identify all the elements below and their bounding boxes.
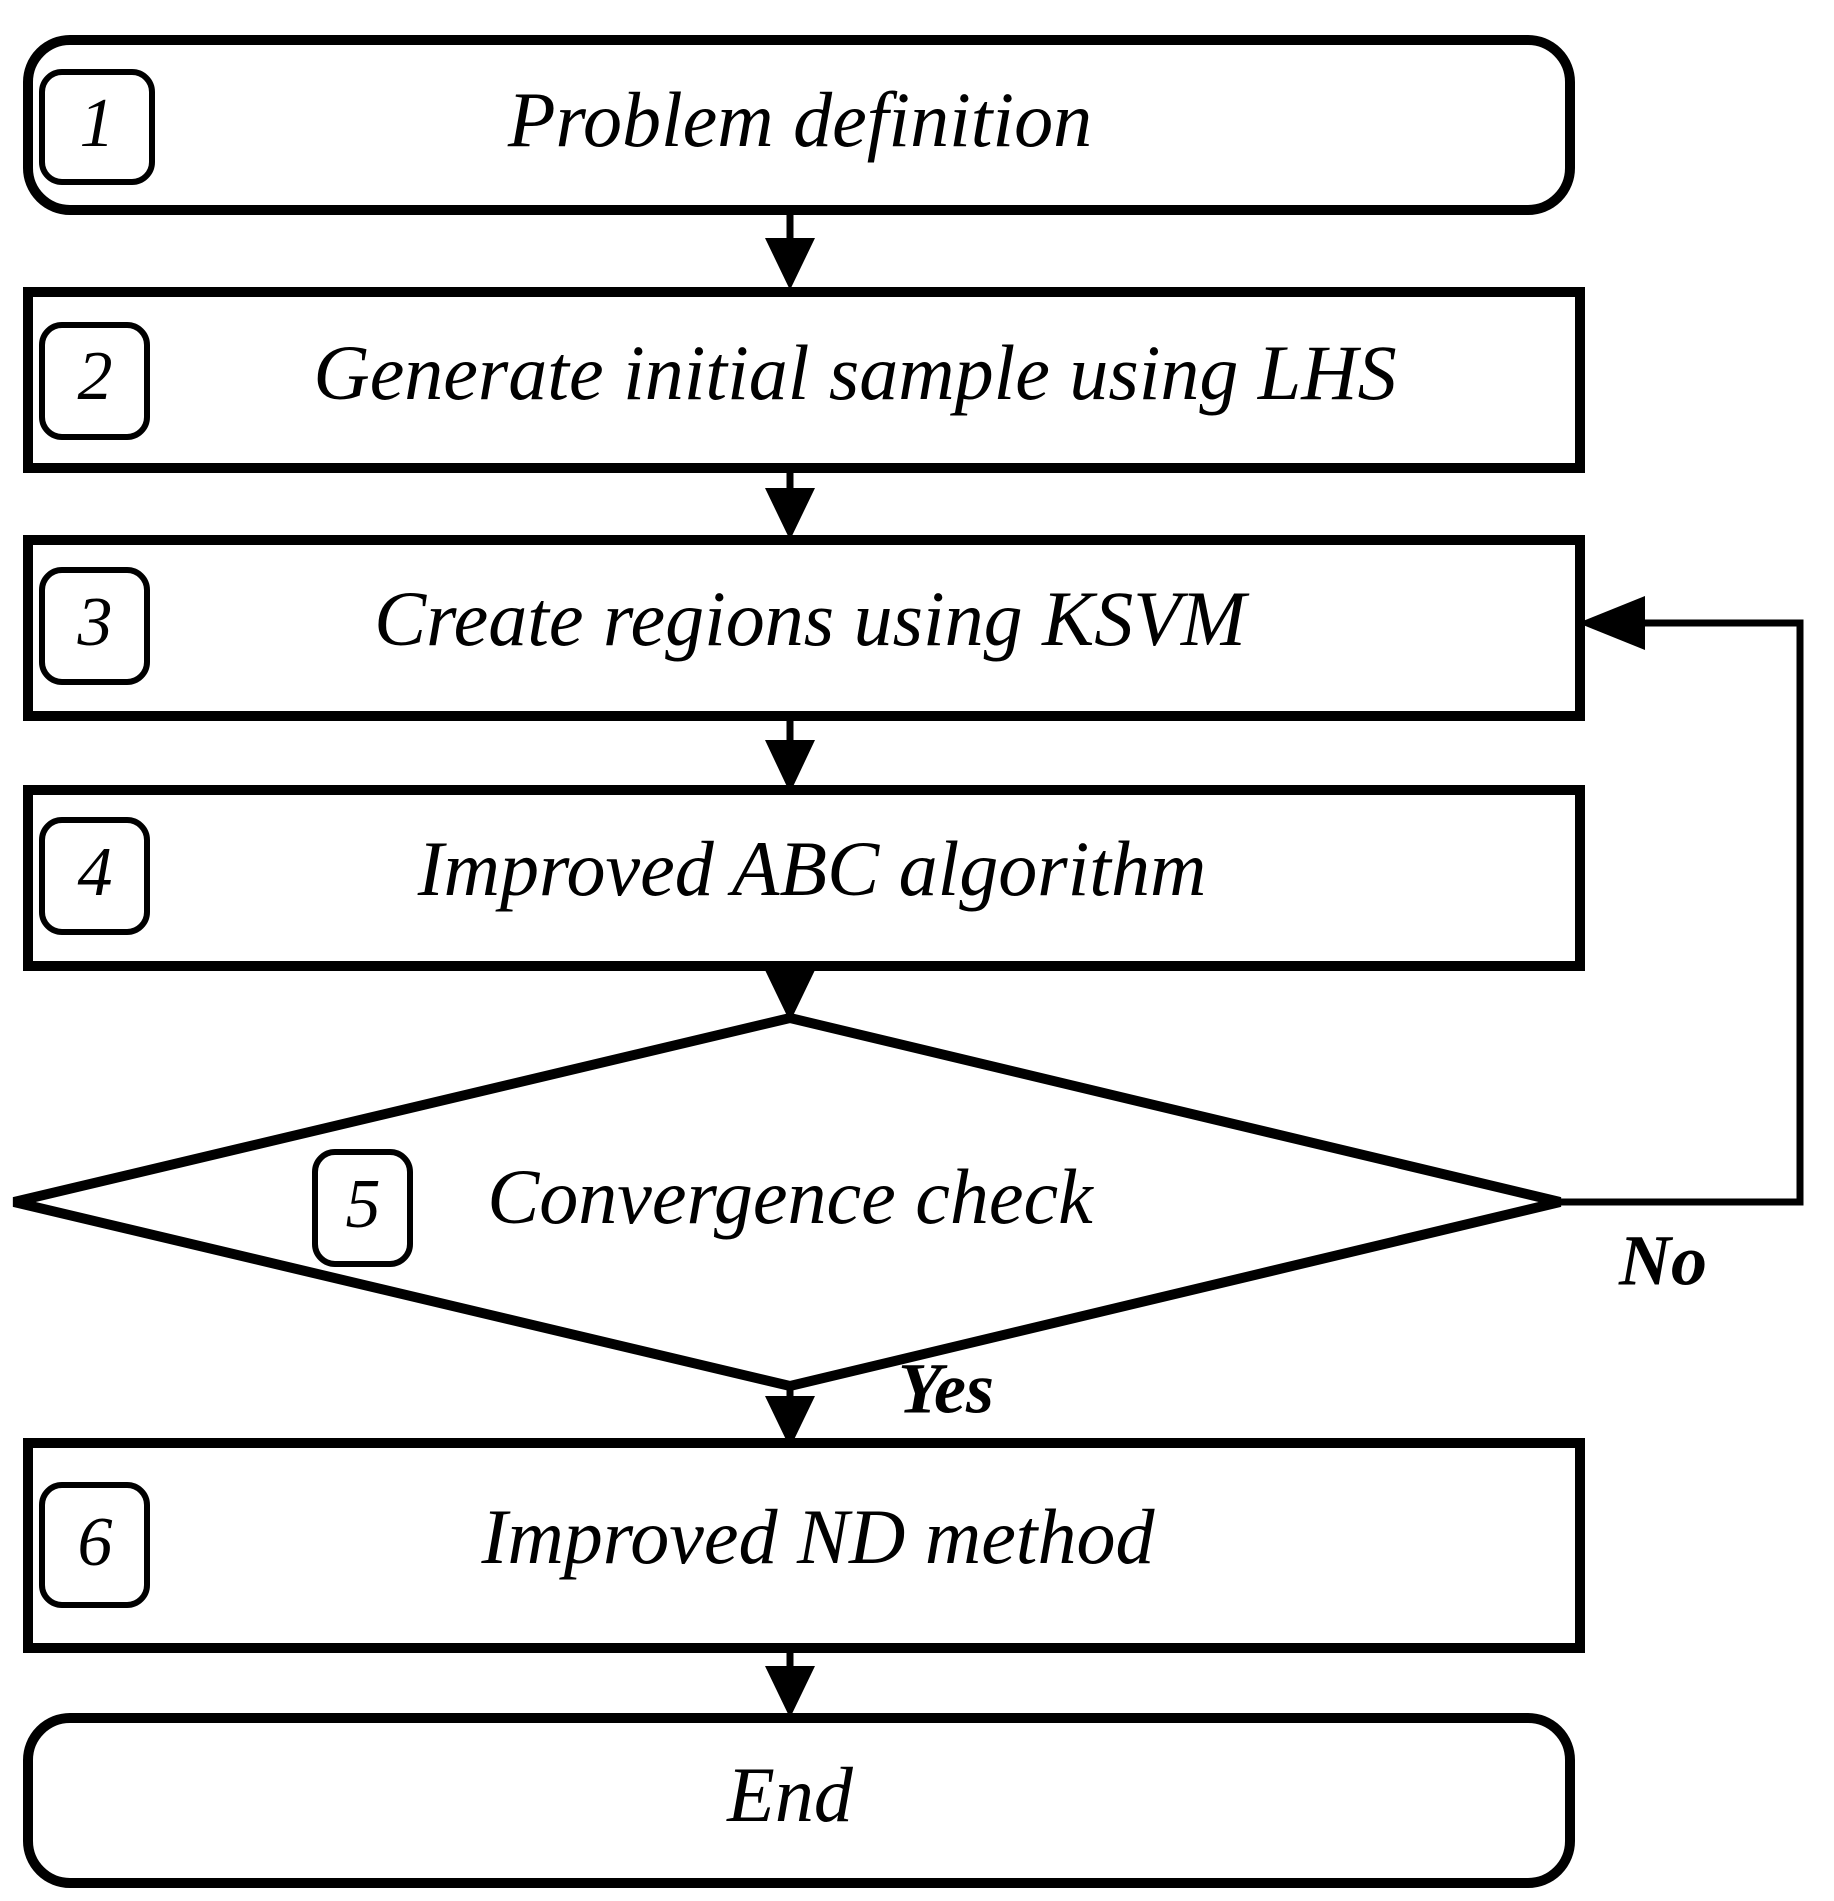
edge-nd-to-end xyxy=(765,1650,815,1718)
node-generate-initial-sample-label: Generate initial sample using LHS xyxy=(313,329,1396,416)
node-improved-abc-algorithm-shape xyxy=(23,785,1585,971)
step-badge-2-label: 2 xyxy=(78,338,113,415)
edge-generate-to-create xyxy=(765,470,815,540)
edge-convergence-no-feedback xyxy=(1560,596,1804,1206)
node-create-regions-ksvm-label: Create regions using KSVM xyxy=(374,575,1250,662)
node-end[interactable]: End xyxy=(23,1713,1575,1888)
node-end-label: End xyxy=(726,1751,854,1838)
step-badge-6-label: 6 xyxy=(78,1504,113,1581)
node-generate-initial-sample-shape xyxy=(23,287,1585,473)
node-improved-nd-method-shape xyxy=(23,1438,1585,1653)
step-badge-5-shape xyxy=(312,1149,413,1267)
node-improved-abc-algorithm-label: Improved ABC algorithm xyxy=(417,825,1207,912)
node-problem-definition[interactable]: 1 Problem definition xyxy=(23,35,1575,215)
node-convergence-check[interactable]: 5 Convergence check xyxy=(12,1012,1562,1392)
step-badge-6-shape xyxy=(39,1482,150,1608)
step-badge-3-shape xyxy=(39,567,150,685)
node-end-shape xyxy=(23,1713,1575,1888)
branch-label-yes: Yes xyxy=(898,1349,994,1429)
node-convergence-check-shape xyxy=(12,1012,1562,1392)
node-convergence-check-label: Convergence check xyxy=(487,1153,1094,1240)
node-generate-initial-sample[interactable]: 2 Generate initial sample using LHS xyxy=(23,287,1585,473)
branch-label-no: No xyxy=(1618,1221,1707,1301)
edge-problem-to-generate xyxy=(765,210,815,290)
node-problem-definition-label: Problem definition xyxy=(507,76,1092,163)
step-badge-1-shape xyxy=(39,69,155,185)
step-badge-5-label: 5 xyxy=(346,1166,381,1243)
node-improved-nd-method[interactable]: 6 Improved ND method xyxy=(23,1438,1585,1653)
step-badge-1-label: 1 xyxy=(80,85,115,162)
step-badge-4-shape xyxy=(39,817,150,935)
node-create-regions-ksvm[interactable]: 3 Create regions using KSVM xyxy=(23,535,1585,721)
node-problem-definition-shape xyxy=(23,35,1575,215)
node-create-regions-ksvm-shape xyxy=(23,535,1585,721)
edge-create-to-abc xyxy=(765,715,815,793)
node-improved-abc-algorithm[interactable]: 4 Improved ABC algorithm xyxy=(23,785,1585,971)
step-badge-4-label: 4 xyxy=(78,834,113,911)
step-badge-3-label: 3 xyxy=(77,584,113,661)
step-badge-2-shape xyxy=(39,322,150,440)
node-improved-nd-method-label: Improved ND method xyxy=(481,1493,1156,1580)
